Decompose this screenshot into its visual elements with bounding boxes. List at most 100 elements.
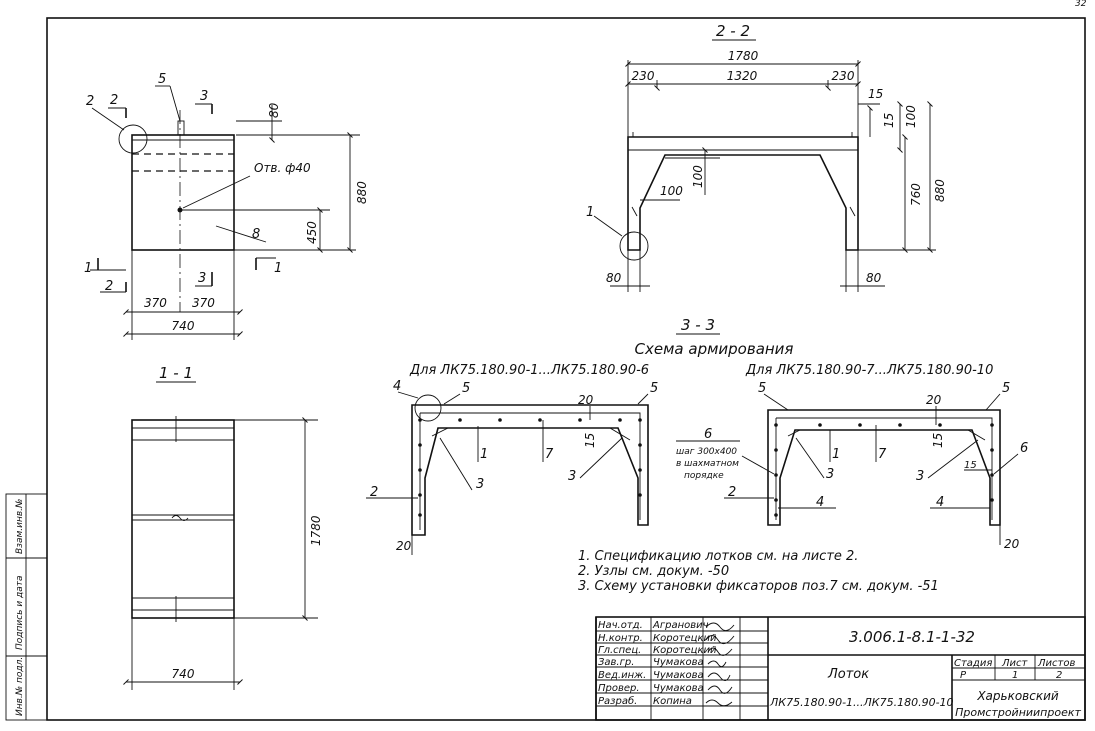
tb-role-6: Провер. [598,683,640,694]
tb-name-4: Чумакова [653,657,704,668]
tb-name-7: Копина [653,696,692,707]
side-stamp: Инв.№ подл. Подпись и дата Взам.инв.№ [5,493,48,721]
right-label-2: 2 [728,485,736,500]
left-label-2: 2 [370,485,378,500]
right-label-20b: 20 [1004,537,1020,551]
note-2: 2. Узлы см. докум. -50 [578,564,729,579]
dim-880-right: 880 [933,179,947,202]
right-label-5b: 5 [1002,381,1010,396]
section-2-2: 2 - 2 1780 230 1320 230 15 15 100 760 88… [586,22,947,292]
dim-1320: 1320 [727,69,758,83]
left-label-4: 4 [393,379,401,394]
right-label-15: 15 [931,433,945,448]
tb-role-2: Н.контр. [598,633,643,644]
front-label-8: 8 [252,227,260,242]
stamp-signature-date: Подпись и дата [15,575,25,650]
tb-role-4: Зав.гр. [598,657,634,668]
tb-sheet: 1 [1012,670,1018,681]
right-label-4b: 4 [936,495,944,510]
dim-760: 760 [909,183,923,206]
right-label-15b: 15 [964,460,977,471]
left-label-5a: 5 [462,381,470,396]
callout-node-1 [619,231,649,261]
tb-sheets-header: Листов [1037,658,1075,669]
dim-740-section: 740 [172,667,195,681]
section-3-3: 3 - 3 Схема армирования Для ЛК75.180.90-… [366,316,1028,555]
signature-scribbles [705,622,735,707]
callout-node-2 [118,124,148,154]
stamp-inv-podl: Инв.№ подл. [15,657,25,716]
sheet-frame [46,17,1086,721]
dim-230-right: 230 [832,69,855,83]
tb-role-3: Гл.спец. [598,645,641,656]
dim-880-front: 880 [355,181,369,204]
right-label-4a: 4 [816,495,824,510]
right-label-3a: 3 [826,467,834,482]
right-label-7: 7 [878,447,887,462]
corner-mark: 32 [1075,0,1087,9]
left-label-3b: 3 [568,469,576,484]
right-label-3b: 3 [916,469,924,484]
dim-450: 450 [305,221,319,244]
front-view: 2 2 5 3 80 Отв. ф40 880 450 8 1 [84,72,369,340]
dim-1780-side: 1780 [309,515,323,546]
pos6-note-1: шаг 300х400 [676,447,737,457]
front-label-5: 5 [158,72,166,87]
dim-80-front: 80 [267,102,281,118]
dim-370-left: 370 [144,296,167,310]
left-label-7: 7 [545,447,554,462]
front-label-2a: 2 [86,94,94,109]
right-variant-caption: Для ЛК75.180.90-7...ЛК75.180.90-10 [745,363,993,378]
left-callout-circle [414,394,442,422]
general-notes: 1. Спецификацию лотков см. на листе 2. 2… [578,549,939,594]
right-rebar-dots [774,423,994,517]
tb-role-7: Разраб. [598,695,637,707]
left-label-20b: 20 [396,539,412,553]
left-variant-outline [411,404,649,536]
hole-label: Отв. ф40 [254,161,311,175]
tb-name-5: Чумакова [653,670,704,681]
section-1-1: 1 - 1 1780 740 [123,364,323,690]
section-3-3-title: 3 - 3 [681,316,715,334]
front-label-1a: 1 [84,261,92,276]
callout-1-label: 1 [586,205,594,220]
right-label-1: 1 [832,447,840,462]
tb-item-range: ЛК75.180.90-1...ЛК75.180.90-10 [769,696,954,709]
right-variant-outline [767,409,1001,526]
tb-org-line2: Промстройниипроект [955,706,1081,719]
dim-100-inner-v: 100 [691,165,705,188]
tb-role-1: Нач.отд. [598,620,643,631]
section-1-1-title: 1 - 1 [159,364,193,382]
tb-stage: Р [960,670,967,681]
dim-740-front: 740 [172,319,195,333]
dim-80-bottom-right: 80 [866,271,882,285]
tb-sheet-header: Лист [1001,658,1029,669]
note-1: 1. Спецификацию лотков см. на листе 2. [578,549,858,564]
stamp-vzam-inv: Взам.инв.№ [15,499,25,554]
title-block: Нач.отд. Н.контр. Гл.спец. Зав.гр. Вед.и… [595,616,1086,721]
tb-name-6: Чумакова [653,683,704,694]
dim-80-bottom-left: 80 [606,271,622,285]
pos6-note-2: в шахматном [676,459,739,469]
pos6-note-3: порядке [684,471,724,481]
front-label-2c: 2 [105,279,113,294]
tb-org-line1: Харьковский [976,689,1059,703]
section-3-3-subtitle: Схема армирования [635,340,794,358]
front-label-2b: 2 [110,93,118,108]
pos6-label: 6 [704,427,712,442]
section-1-1-body [131,419,235,619]
dim-100-inner-h: 100 [660,184,683,198]
dim-230-left: 230 [632,69,655,83]
tb-item-name: Лоток [827,667,869,682]
note-3: 3. Схему установки фиксаторов поз.7 см. … [578,579,939,594]
tb-name-1: Агранович [652,620,709,631]
dim-370-right: 370 [192,296,215,310]
dim-15-top: 15 [868,87,883,101]
left-label-15: 15 [583,433,597,448]
section-2-2-title: 2 - 2 [716,22,750,40]
tb-role-5: Вед.инж. [598,670,646,681]
left-label-5b: 5 [650,381,658,396]
dim-15-side: 15 [882,113,896,128]
front-label-3b: 3 [198,271,206,286]
